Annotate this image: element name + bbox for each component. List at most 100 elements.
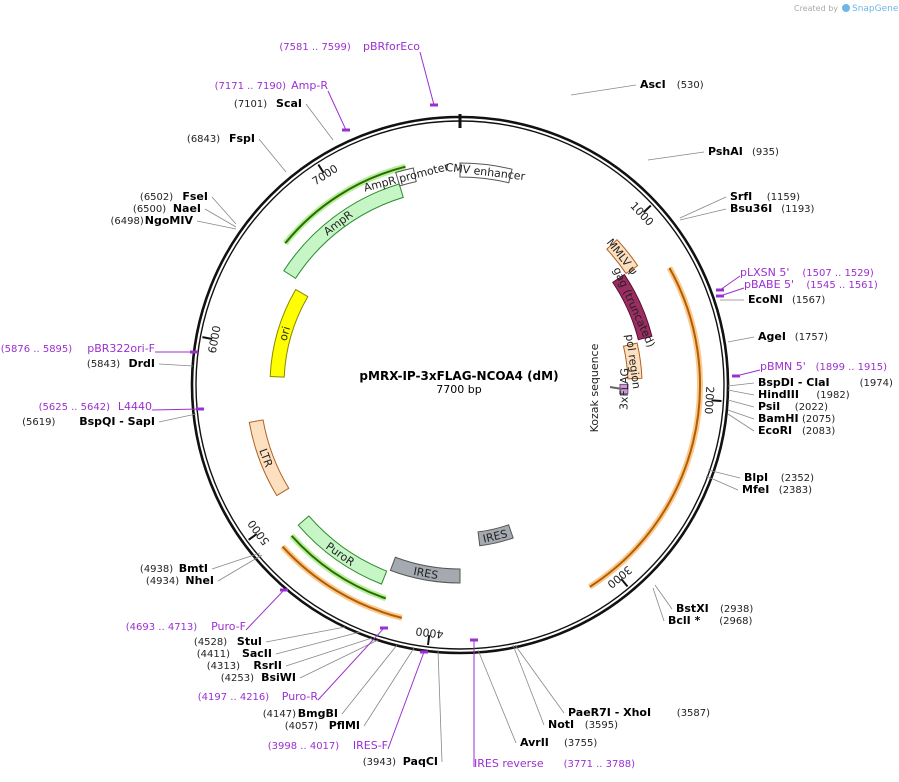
enzyme-leader-25 (217, 554, 263, 582)
enzyme-position-2: (1159) (767, 192, 800, 203)
feature-gag (612, 273, 653, 341)
enzyme-leader-31 (211, 196, 237, 225)
enzyme-position-27: (5619) (22, 417, 55, 428)
enzyme-position-32: (6843) (187, 134, 220, 145)
primer-site-6 (196, 407, 204, 411)
enzyme-position-11: (2352) (781, 473, 814, 484)
primer-leader-0 (419, 51, 435, 106)
enzyme-leader-21 (299, 639, 379, 679)
primer-name-1: Amp-R (291, 79, 328, 92)
enzyme-leader-20 (341, 644, 398, 715)
enzyme-name-29: NgoMIV (145, 214, 194, 227)
enzyme-name-30: NaeI (173, 202, 201, 215)
enzyme-name-14: BclI * (668, 614, 701, 627)
enzyme-leader-18 (437, 649, 443, 763)
primer-position-7: (4693 .. 4713) (126, 622, 198, 633)
enzyme-name-31: FseI (182, 190, 208, 203)
kozak-marker (609, 386, 623, 390)
kozak-label: Kozak sequence (588, 343, 601, 432)
enzyme-position-15: (3587) (677, 708, 710, 719)
primer-name-6: L4440 (118, 400, 152, 413)
orange-arc-1 (281, 545, 403, 619)
enzyme-name-10: EcoRI (758, 424, 792, 437)
feature-puro (297, 515, 388, 585)
primer-name-2: pLXSN 5' (740, 266, 789, 279)
primer-position-6: (5625 .. 5642) (39, 402, 111, 413)
enzyme-name-13: BstXI (676, 602, 709, 615)
feature-ori (269, 288, 309, 378)
orange-arc-0 (589, 267, 701, 588)
primer-leader-1 (327, 90, 347, 131)
primer-name-10: IRES reverse (474, 757, 544, 770)
enzyme-leader-11 (707, 469, 741, 479)
enzyme-name-18: PaqCI (403, 755, 438, 768)
snapgene-logo-icon (842, 4, 850, 12)
primer-name-5: pBR322ori-F (87, 342, 155, 355)
feature-pol (622, 342, 643, 380)
enzyme-position-1: (935) (752, 147, 779, 158)
enzyme-name-1: PshAI (708, 145, 743, 158)
enzyme-position-28: (5843) (87, 359, 120, 370)
enzyme-name-3: Bsu36I (730, 202, 772, 215)
enzyme-leader-28 (158, 363, 194, 367)
feature-label-ori: ori (277, 325, 294, 342)
primer-site-5 (190, 350, 198, 354)
primer-name-9: IRES-F (353, 739, 388, 752)
primer-position-3: (1545 .. 1561) (806, 280, 878, 291)
primer-position-4: (1899 .. 1915) (816, 362, 888, 373)
primer-site-1 (342, 128, 350, 132)
enzyme-position-26: (4938) (140, 564, 173, 575)
primer-position-1: (7171 .. 7190) (215, 81, 287, 92)
enzyme-leader-27 (158, 413, 197, 423)
enzyme-leader-10 (727, 413, 755, 432)
enzyme-position-19: (4057) (285, 721, 318, 732)
enzyme-name-28: DrdI (128, 357, 155, 370)
enzyme-position-18: (3943) (363, 757, 396, 768)
primer-position-9: (3998 .. 4017) (268, 741, 340, 752)
enzyme-position-33: (7101) (234, 99, 267, 110)
tick-mark-7000 (317, 164, 325, 174)
enzyme-leader-5 (727, 336, 755, 343)
plasmid-size: 7700 bp (436, 383, 481, 396)
enzyme-name-11: BlpI (744, 471, 768, 484)
tick-mark-2000 (711, 399, 722, 403)
feature-mmlv (606, 238, 639, 275)
tick-mark-5000 (248, 533, 258, 541)
enzyme-name-32: FspI (229, 132, 255, 145)
enzyme-name-8: PsiI (758, 400, 780, 413)
enzyme-leader-0 (570, 84, 637, 96)
enzyme-name-5: AgeI (758, 330, 786, 343)
feature-flag (619, 383, 629, 395)
enzyme-name-21: BsiWI (261, 671, 296, 684)
enzyme-leader-17 (477, 649, 517, 744)
enzyme-name-24: StuI (237, 635, 262, 648)
enzyme-leader-15 (514, 644, 565, 714)
primer-name-4: pBMN 5' (760, 360, 806, 373)
enzyme-name-9: BamHI (758, 412, 799, 425)
primer-position-2: (1507 .. 1529) (802, 268, 874, 279)
enzyme-leader-30 (204, 208, 237, 228)
tick-mark-6000 (202, 336, 213, 340)
primer-name-3: pBABE 5' (744, 278, 794, 291)
tick-mark-4000 (427, 634, 431, 646)
enzyme-leader-23 (275, 631, 361, 655)
enzyme-name-16: NotI (548, 718, 574, 731)
primer-name-8: Puro-R (282, 690, 319, 703)
enzyme-leader-6 (727, 382, 755, 387)
enzyme-position-29: (6498) (111, 216, 144, 227)
primer-position-0: (7581 .. 7599) (279, 42, 351, 53)
enzyme-leader-29 (196, 220, 237, 230)
enzyme-position-0: (530) (677, 80, 704, 91)
enzyme-name-20: BmgBI (298, 707, 338, 720)
enzyme-position-16: (3595) (585, 720, 618, 731)
tick-mark-3000 (620, 578, 629, 588)
enzyme-name-19: PflMI (329, 719, 360, 732)
enzyme-name-15: PaeR7I - XhoI (568, 706, 651, 719)
primer-position-8: (4197 .. 4216) (198, 692, 270, 703)
primer-site-2 (716, 288, 724, 292)
enzyme-leader-33 (305, 103, 334, 141)
primer-leader-2 (719, 275, 741, 291)
enzyme-leader-12 (705, 475, 739, 491)
enzyme-leader-22 (285, 637, 373, 667)
